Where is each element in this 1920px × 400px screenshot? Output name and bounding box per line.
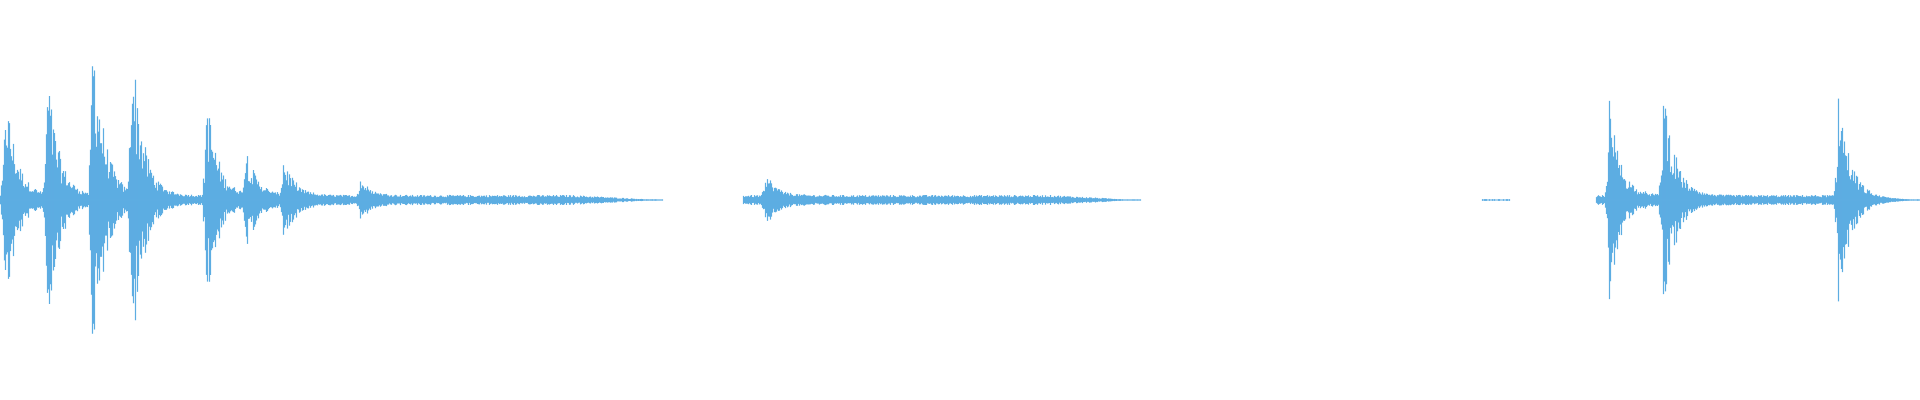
waveform-bars (0, 66, 1920, 334)
